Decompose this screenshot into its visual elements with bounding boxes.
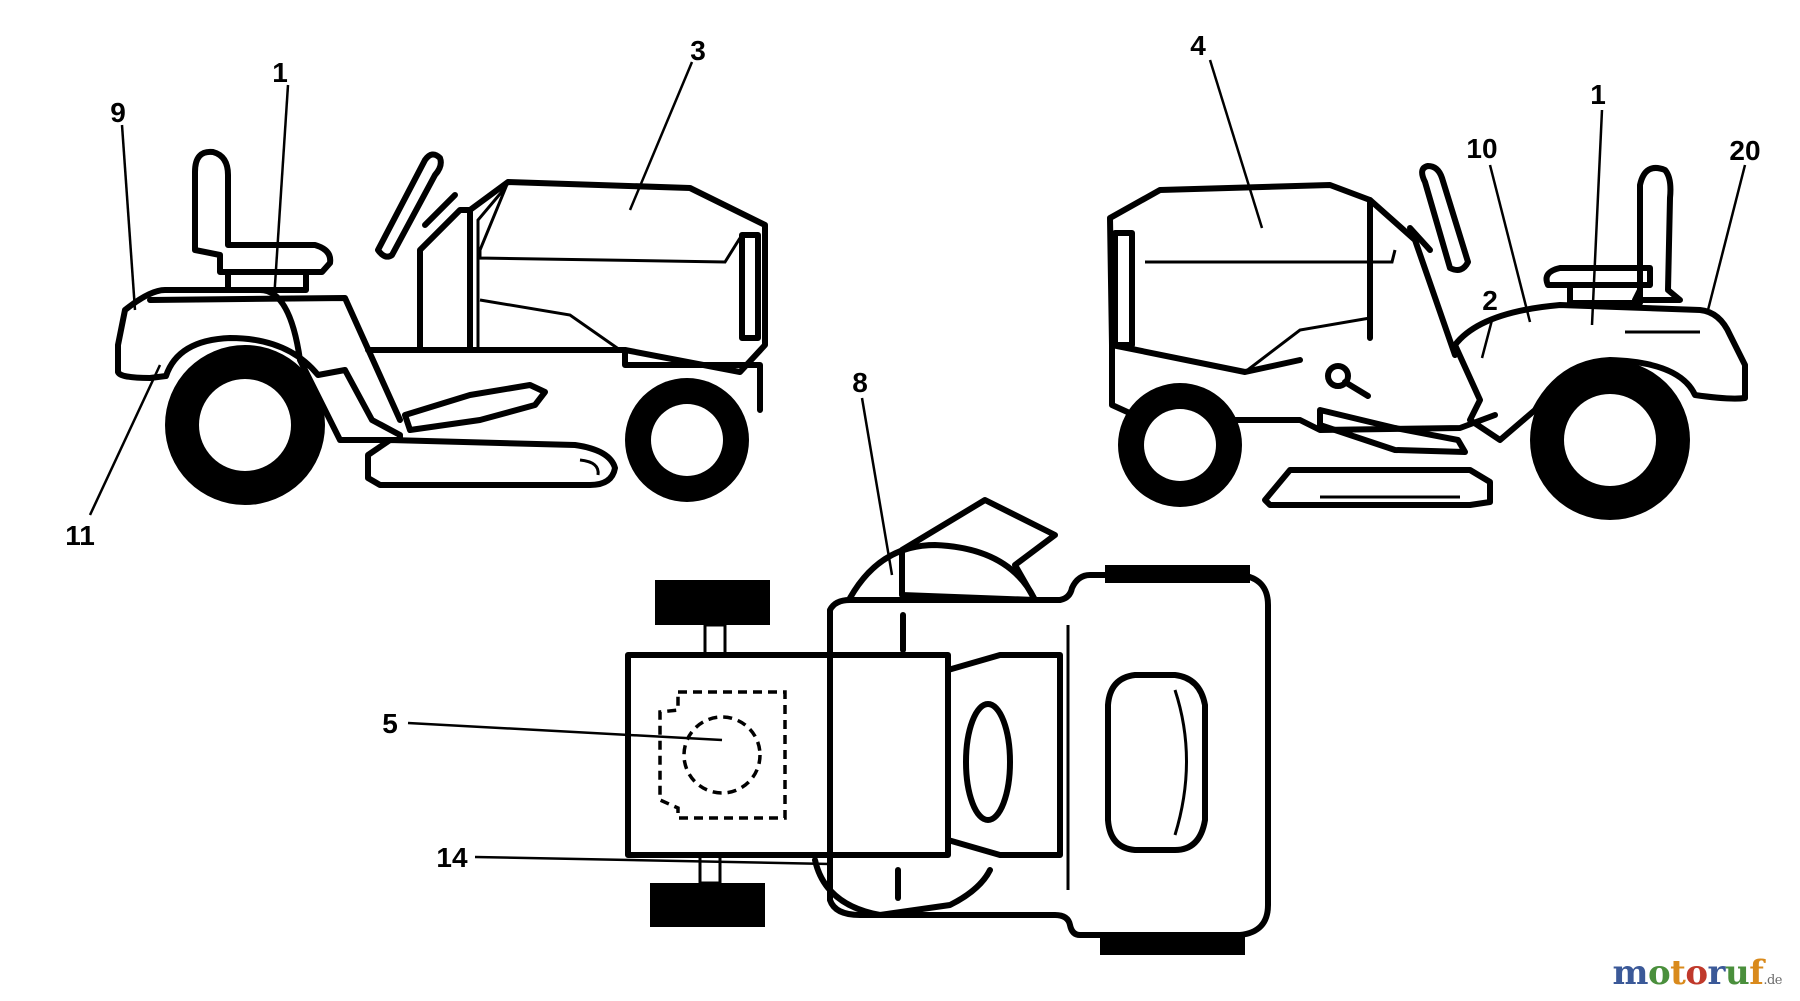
lever-arm: [1342, 379, 1371, 399]
callout-20: 20: [1729, 135, 1760, 166]
leader-2: [1480, 319, 1494, 359]
foot-rest: [1317, 407, 1468, 455]
seat-base: [1567, 282, 1643, 306]
watermark-letter: o: [1685, 953, 1708, 993]
leader-11: [88, 364, 162, 516]
front-wheel-hub: [1144, 409, 1216, 481]
tractor-top-view: [407, 397, 1271, 955]
callout-10: 10: [1466, 133, 1497, 164]
callout-3: 3: [690, 35, 706, 66]
foot-rest: [402, 382, 548, 433]
rear-wheel-hub: [1564, 394, 1656, 486]
hood-vent: [1244, 316, 1371, 374]
callout-11: 11: [65, 520, 95, 551]
callout-4: 4: [1190, 30, 1206, 61]
callout-1-right: 1: [1590, 79, 1606, 110]
leader-4: [1208, 59, 1264, 229]
mower-deck: [1262, 467, 1493, 508]
watermark-logo: motoruf.de: [1612, 953, 1782, 993]
body-top: [827, 572, 1271, 938]
tractor-left-view: [88, 61, 768, 516]
dash-tower: [1367, 197, 1458, 358]
steering-wheel: [375, 151, 444, 260]
hood: [467, 179, 768, 375]
hood-grille: [739, 232, 761, 341]
front-left-tire: [655, 580, 770, 625]
watermark-letter: r: [1707, 953, 1726, 993]
hood-grille: [1112, 230, 1135, 348]
mower-deck: [365, 437, 618, 488]
front-right-tire: [650, 883, 765, 927]
steering-top: [963, 701, 1013, 823]
tractor-right-view: [1107, 59, 1748, 520]
leader-9: [120, 124, 137, 311]
callout-14: 14: [436, 842, 468, 873]
seat-top: [1105, 672, 1208, 853]
watermark-letter: o: [1647, 953, 1671, 993]
frame-side: [1109, 342, 1498, 433]
rear-fender: [115, 287, 403, 443]
callout-2: 2: [1482, 285, 1498, 316]
seat-back-top: [1173, 689, 1188, 836]
hood-vent: [479, 298, 621, 352]
dash-tower: [417, 207, 473, 353]
front-axle-right: [698, 853, 722, 885]
hood-inner: [476, 181, 742, 350]
rear-right-tire: [1100, 935, 1245, 955]
front-axle-left: [703, 623, 727, 657]
discharge-chute: [899, 497, 1058, 603]
seat-cushion: [1543, 265, 1653, 288]
engine-outline: [658, 690, 787, 820]
leader-1a: [272, 84, 290, 301]
callout-9: 9: [110, 97, 126, 128]
rear-wheel-hub: [199, 379, 291, 471]
leader-14: [474, 855, 831, 866]
callout-8: 8: [852, 367, 868, 398]
hood: [1107, 182, 1373, 375]
lever-knob: [1325, 363, 1351, 389]
rear-body-top: [147, 295, 403, 423]
hood-top: [625, 652, 951, 858]
engine-circle: [682, 715, 762, 795]
leader-1b: [1590, 109, 1604, 326]
leader-3: [628, 61, 694, 211]
leader-5: [407, 721, 723, 742]
watermark-letter: m: [1612, 953, 1648, 993]
steering-wheel: [1419, 163, 1471, 273]
callout-5: 5: [382, 708, 398, 739]
steering-column: [422, 192, 458, 228]
watermark-letter: f: [1749, 953, 1764, 993]
leader-10: [1488, 164, 1532, 323]
seat: [1632, 164, 1683, 303]
leader-8: [860, 397, 894, 576]
watermark-letter: u: [1724, 953, 1750, 993]
deck-discharge: [579, 458, 600, 476]
hood-inner: [1145, 249, 1397, 264]
callout-1-left: 1: [272, 57, 288, 88]
watermark-tld: .de: [1763, 973, 1782, 988]
steering-column: [1407, 225, 1433, 253]
front-wheel-hub: [651, 404, 723, 476]
leader-20: [1706, 164, 1747, 311]
watermark-letters: motoruf: [1612, 953, 1763, 993]
watermark-letter: t: [1670, 953, 1686, 993]
seat: [192, 148, 334, 275]
frame-side: [365, 347, 763, 413]
